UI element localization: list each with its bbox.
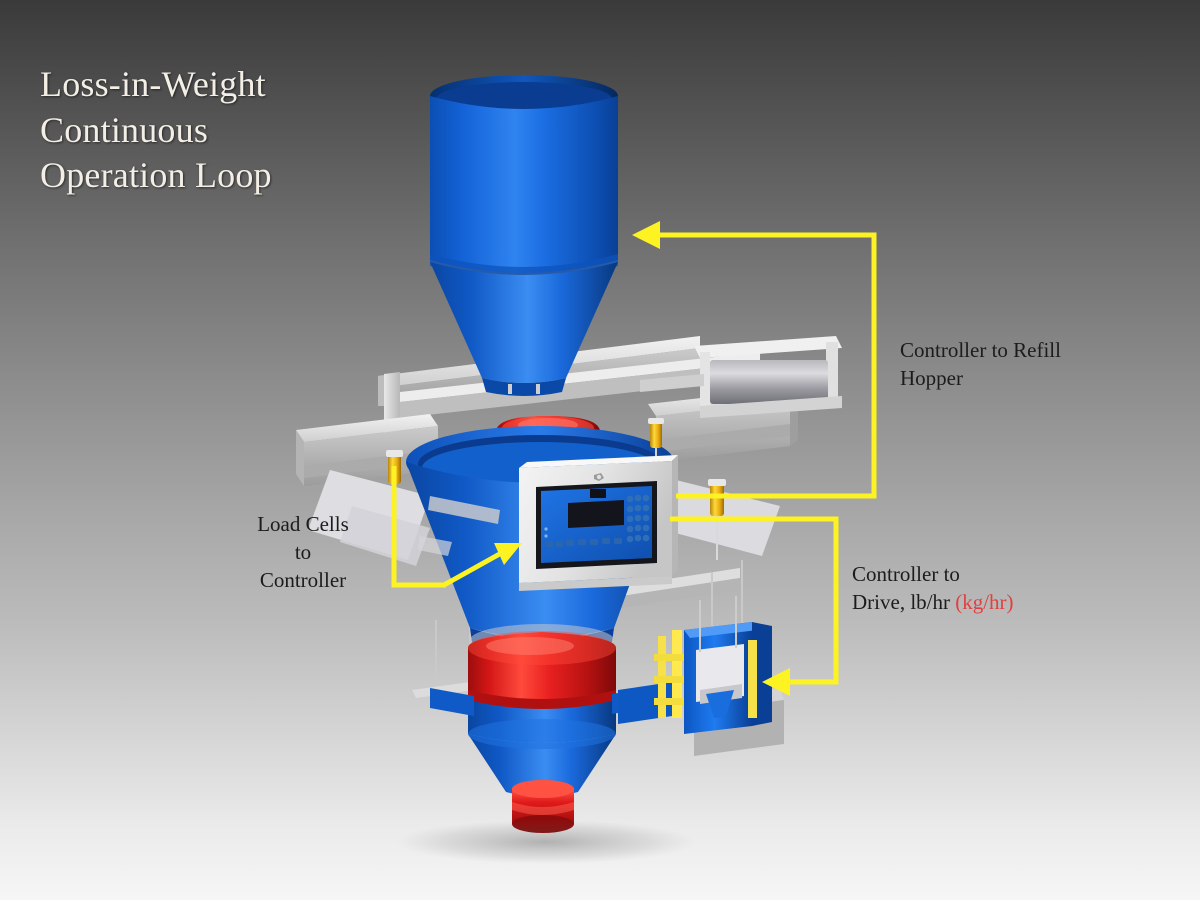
- callout-label-load-cells: Load Cells to Controller: [257, 512, 349, 592]
- arrow-controller-to-drive: [670, 516, 839, 696]
- arrow-loadcells-to-controller: [391, 466, 522, 588]
- callout-label-drive-unit-alt: (kg/hr): [955, 589, 1014, 614]
- callout-label-drive-main: Controller to Drive, lb/hr: [852, 562, 960, 614]
- discharge-cone: [430, 686, 660, 797]
- refill-hopper: [430, 75, 618, 396]
- controller-keypad[interactable]: [626, 494, 650, 543]
- feeder-drive: [618, 596, 772, 734]
- arrow-controller-to-refill: [632, 221, 877, 499]
- controller-display: [568, 500, 624, 528]
- drive-guard: [654, 630, 684, 718]
- page-title: Loss-in-Weight Continuous Operation Loop: [40, 64, 272, 196]
- flex-connector-lower: [468, 631, 616, 711]
- callout-label-drive: Controller to Drive, lb/hr (kg/hr): [852, 561, 1014, 617]
- actuator-cylinder: [640, 336, 842, 418]
- floor-shadow: [396, 820, 696, 864]
- callout-label-refill-hopper: Controller to Refill Hopper: [900, 338, 1061, 390]
- load-cell-right: [708, 479, 726, 560]
- controller-function-keys[interactable]: [546, 538, 622, 547]
- weigh-controller[interactable]: [519, 455, 678, 591]
